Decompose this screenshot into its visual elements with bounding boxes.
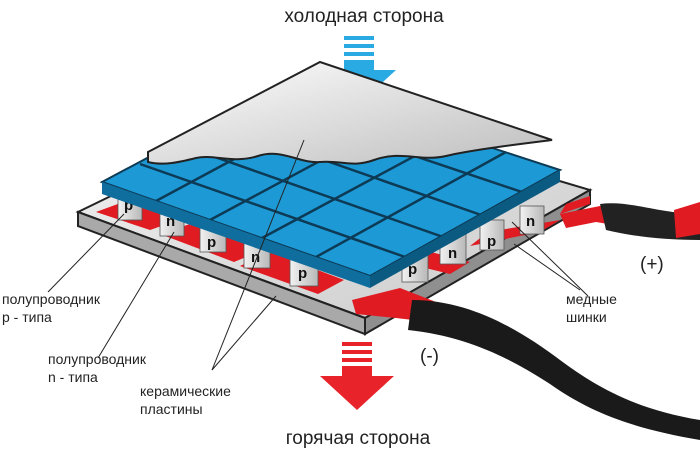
- cold-side-label: холодная сторона: [284, 6, 444, 27]
- leader-lines: [47, 139, 589, 371]
- top-ceramic-plate: [147, 60, 553, 165]
- positive-terminal-label: (+): [640, 254, 664, 275]
- hot-arrow-icon: [320, 342, 394, 410]
- ceramic-label-line2: пластины: [140, 401, 203, 417]
- cell-letter: p: [298, 265, 307, 282]
- ceramic-label-line1: керамические: [140, 383, 231, 399]
- copper-label: медные шинки: [566, 291, 621, 325]
- p-semiconductor-label: полупроводник p - типа: [2, 291, 104, 325]
- p-label-line1: полупроводник: [2, 291, 101, 307]
- cell-letter: p: [487, 233, 496, 250]
- n-label-line1: полупроводник: [48, 351, 147, 367]
- negative-terminal-label: (-): [420, 346, 439, 367]
- copper-label-line2: шинки: [566, 309, 607, 325]
- copper-label-line1: медные: [566, 291, 617, 307]
- negative-terminal-wire: [352, 288, 700, 440]
- cell-letter: n: [448, 245, 457, 262]
- cell-letter: p: [124, 197, 133, 214]
- n-semiconductor-label: полупроводник n - типа: [48, 351, 150, 385]
- ceramic-label: керамические пластины: [140, 383, 235, 417]
- cell-letters: p n p n p p n p n: [124, 197, 535, 282]
- cell-letter: n: [166, 213, 175, 230]
- cell-letter: n: [251, 249, 260, 266]
- p-label-line2: p - типа: [2, 309, 52, 325]
- cell-letter: n: [526, 213, 535, 230]
- positive-terminal-wire: [560, 202, 700, 240]
- cell-letter: p: [207, 234, 216, 251]
- n-label-line2: n - типа: [48, 369, 98, 385]
- cell-letter: p: [408, 261, 417, 278]
- hot-side-label: горячая сторона: [286, 428, 431, 449]
